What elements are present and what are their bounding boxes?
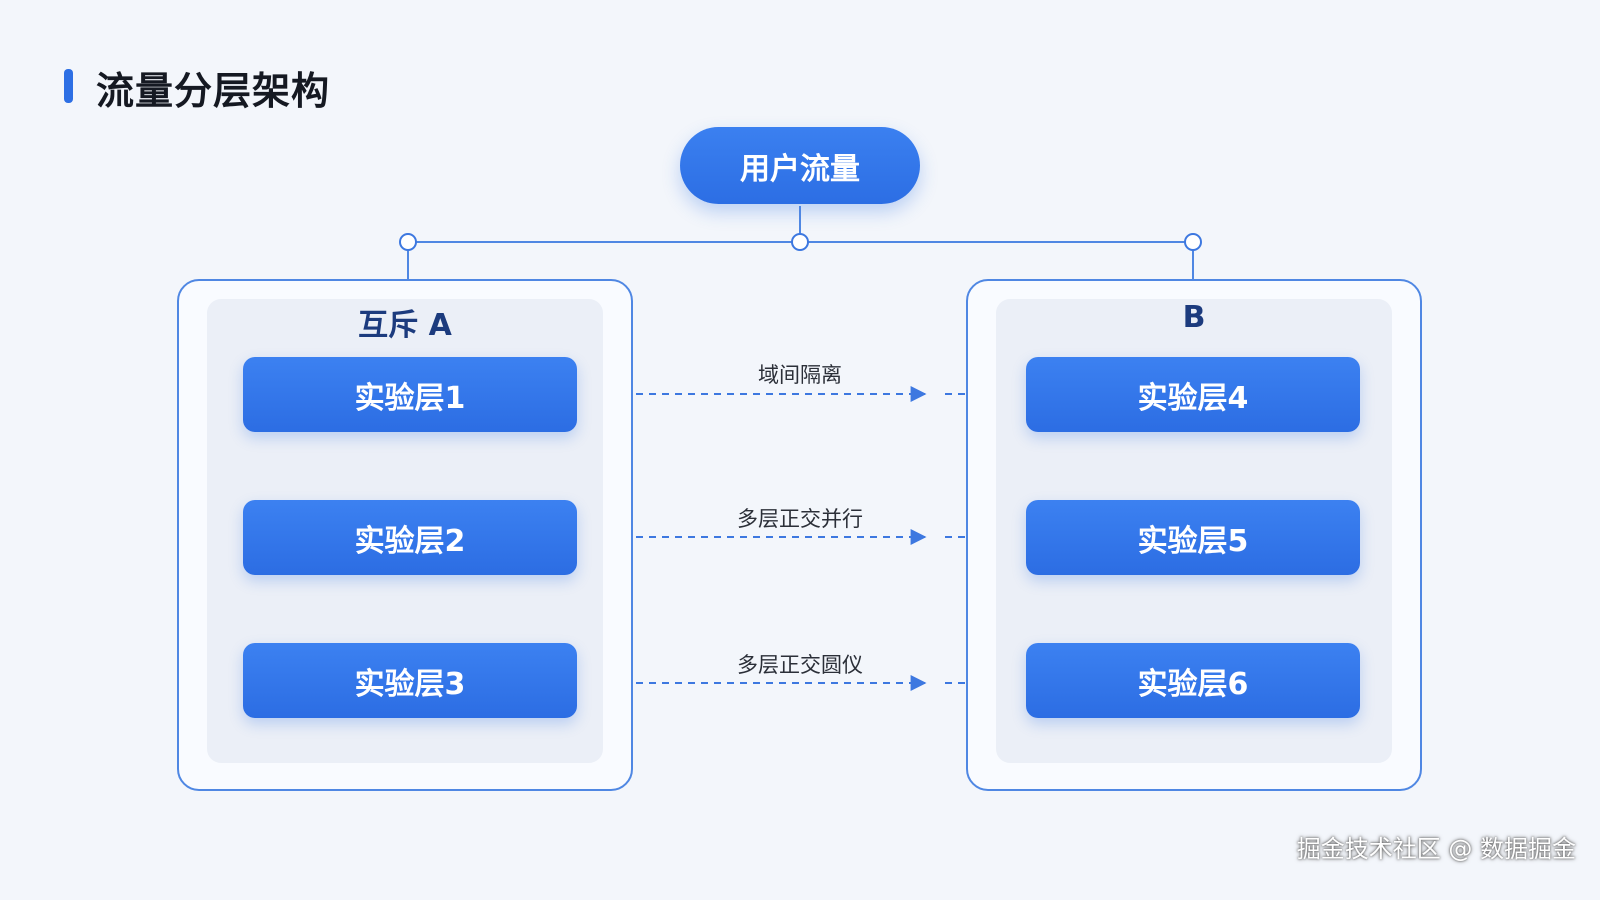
- group-b-label: B: [1182, 300, 1206, 335]
- layer-node-6: 实验层6: [1026, 643, 1360, 718]
- junction-node-right: [1184, 233, 1202, 251]
- junction-node-center: [791, 233, 809, 251]
- root-node-user-traffic: 用户流量: [680, 127, 920, 204]
- layer-node-4: 实验层4: [1026, 357, 1360, 432]
- page-title: 流量分层架构: [96, 69, 331, 113]
- title-accent-bar: [64, 69, 73, 103]
- watermark-text: 掘金技术社区 @ 数据掘金: [1296, 835, 1576, 863]
- layer-node-5: 实验层5: [1026, 500, 1360, 575]
- group-a-label: 互斥 A: [358, 308, 452, 343]
- layer-node-1: 实验层1: [243, 357, 577, 432]
- junction-node-left: [399, 233, 417, 251]
- layer-node-3: 实验层3: [243, 643, 577, 718]
- link-label-3: 多层正交圆仪: [737, 653, 863, 677]
- layer-node-2: 实验层2: [243, 500, 577, 575]
- link-label-1: 域间隔离: [758, 363, 842, 387]
- link-label-2: 多层正交并行: [737, 507, 863, 531]
